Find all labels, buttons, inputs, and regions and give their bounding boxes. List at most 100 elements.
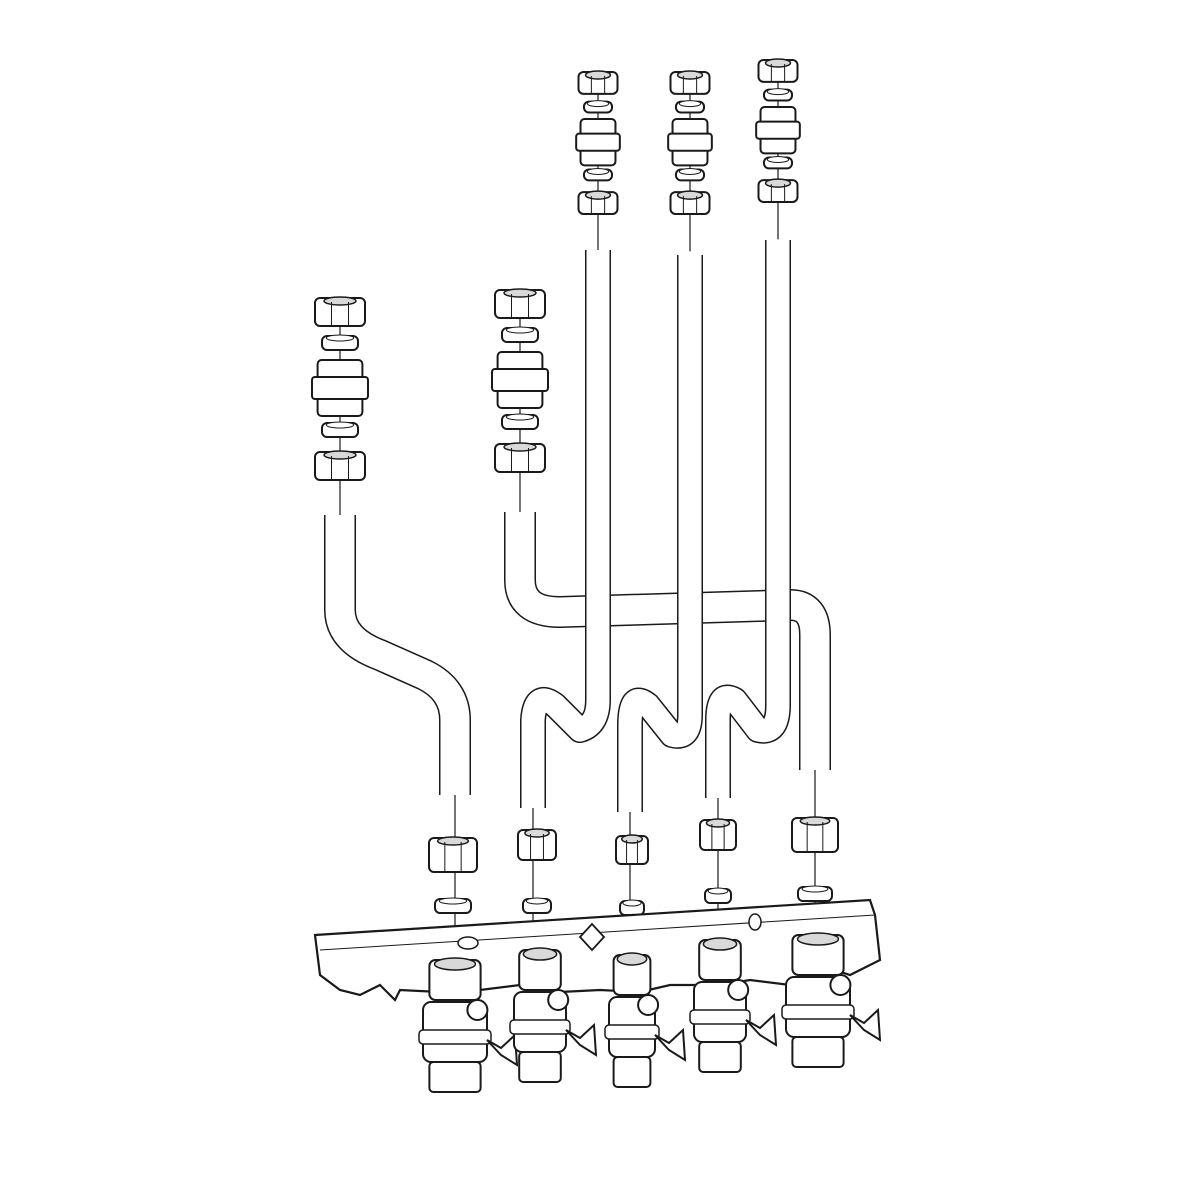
hex-nut xyxy=(669,70,711,95)
ring-top xyxy=(525,897,549,905)
union-hex xyxy=(575,132,621,152)
union-body xyxy=(667,118,713,167)
tube-body xyxy=(325,515,470,795)
drain-cap xyxy=(547,989,570,1011)
valve-ring xyxy=(418,1029,492,1045)
union-body xyxy=(575,118,621,167)
valve-bore xyxy=(702,937,738,951)
nut-bore xyxy=(676,70,704,80)
ring-top xyxy=(766,88,790,96)
pipe-3-tall xyxy=(520,250,611,808)
drain-cap xyxy=(637,994,660,1016)
ball-valve-5 xyxy=(781,932,882,1068)
valve-ring xyxy=(781,1004,855,1020)
butterfly-handle-icon xyxy=(849,1007,882,1042)
valve-outlet xyxy=(791,1036,845,1068)
valve-outlet xyxy=(518,1051,562,1083)
ring-top xyxy=(707,887,729,895)
union-hex xyxy=(667,132,713,152)
olive-ring xyxy=(762,156,794,170)
pipe-4-tall xyxy=(617,255,703,812)
nut-bore xyxy=(676,190,704,200)
olive-ring xyxy=(582,100,614,114)
valve-outlet xyxy=(612,1056,652,1088)
hex-nut xyxy=(314,450,366,481)
olive-ring xyxy=(321,421,359,438)
olive-ring xyxy=(434,897,472,914)
nut-bore xyxy=(524,828,550,838)
hex-nut xyxy=(669,190,711,215)
drain-cap xyxy=(727,979,750,1001)
pipe-2-crossover xyxy=(504,512,831,770)
ring-top xyxy=(505,326,535,334)
tube-body xyxy=(521,250,610,808)
valve-bore xyxy=(522,947,558,961)
ball-valve-4 xyxy=(689,937,778,1073)
hex-nut xyxy=(757,178,799,203)
olive-ring xyxy=(501,326,539,343)
hex-nut xyxy=(577,70,619,95)
drain-cap xyxy=(466,999,489,1021)
union-body xyxy=(491,351,549,409)
ball-valve-3 xyxy=(604,952,687,1088)
hex-nut xyxy=(577,190,619,215)
tube-body xyxy=(505,512,830,770)
hex-nut xyxy=(494,288,546,319)
ring-top xyxy=(586,168,610,175)
olive-ring xyxy=(674,100,706,114)
nut-bore xyxy=(621,834,643,844)
olive-ring xyxy=(501,413,539,430)
ring-top xyxy=(801,885,829,893)
ring-top xyxy=(325,421,355,429)
pipe-5-tall xyxy=(705,240,791,798)
union-hex xyxy=(755,120,801,140)
ring-top xyxy=(622,899,642,907)
butterfly-handle-icon xyxy=(565,1022,598,1057)
hex-nut xyxy=(314,296,366,327)
olive-ring xyxy=(522,897,552,914)
olive-ring xyxy=(762,88,794,102)
bracket-fold xyxy=(314,934,321,976)
nut-bore xyxy=(436,836,470,846)
ball-valve-1 xyxy=(418,957,519,1093)
olive-ring xyxy=(619,899,645,916)
drain-cap xyxy=(829,974,852,996)
nut-bore xyxy=(323,450,357,460)
bottom-nut-4 xyxy=(699,818,737,851)
valve-ring xyxy=(509,1019,571,1035)
ball-valve-2 xyxy=(509,947,598,1083)
hex-nut xyxy=(757,58,799,83)
union-hex xyxy=(491,368,549,392)
valve-outlet xyxy=(428,1061,482,1093)
nut-bore xyxy=(764,178,792,188)
ring-top xyxy=(438,897,468,905)
union-hex xyxy=(311,376,369,400)
valve-bore xyxy=(616,952,648,966)
hex-nut xyxy=(494,442,546,473)
olive-ring xyxy=(674,168,706,182)
olive-ring xyxy=(704,887,732,904)
nut-bore xyxy=(584,190,612,200)
pipe-1-s-bend xyxy=(324,515,471,795)
ring-top xyxy=(505,413,535,421)
nut-bore xyxy=(764,58,792,68)
ring-top xyxy=(678,168,702,175)
valve-bore xyxy=(796,932,840,946)
valve-bore xyxy=(433,957,477,971)
olive-ring xyxy=(797,885,833,902)
bottom-nut-1 xyxy=(428,836,478,873)
butterfly-handle-icon xyxy=(654,1027,687,1062)
ring-top xyxy=(325,334,355,342)
bracket-slot xyxy=(457,936,479,950)
nut-bore xyxy=(705,818,731,828)
nut-bore xyxy=(799,816,831,826)
valve-ring xyxy=(604,1024,660,1040)
bottom-nut-2 xyxy=(517,828,557,861)
bracket-diamond-hole xyxy=(578,922,606,952)
ring-top xyxy=(678,100,702,108)
valve-ring xyxy=(689,1009,751,1025)
valve-outlet xyxy=(698,1041,742,1073)
union-body xyxy=(311,359,369,417)
bottom-nut-5 xyxy=(791,816,839,853)
